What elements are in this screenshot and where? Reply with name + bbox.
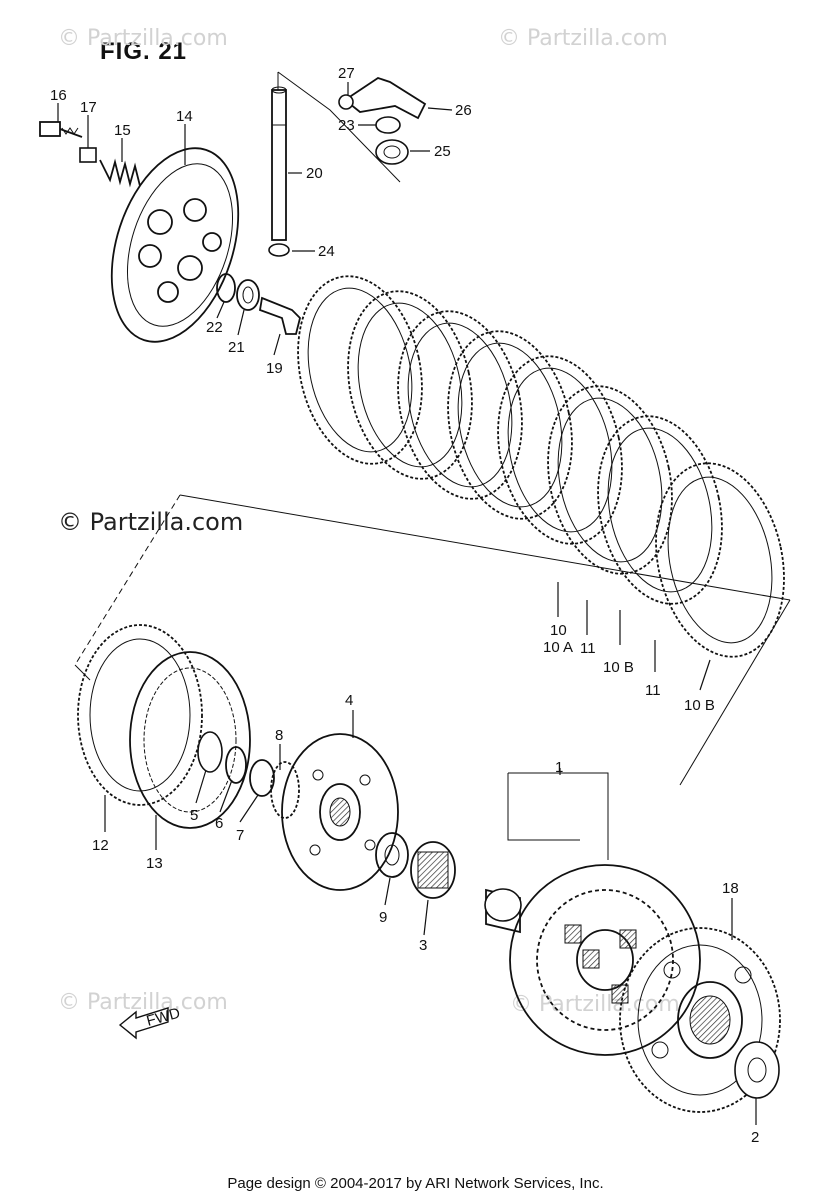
- callout-5: 5: [190, 807, 198, 824]
- callout-12: 12: [92, 837, 109, 854]
- callout-10: 10: [550, 622, 567, 639]
- callout-10a: 10 A: [543, 639, 573, 656]
- part-2-washer[interactable]: [734, 1041, 780, 1099]
- part-18-oil-pump-drive-gear[interactable]: [619, 927, 781, 1113]
- watermark: © Partzilla.com: [58, 508, 244, 536]
- clutch-plate-stack[interactable]: [282, 265, 801, 669]
- watermark: © Partzilla.com: [58, 26, 228, 51]
- part-14-pressure-plate[interactable]: [89, 132, 261, 358]
- leader-lines: [57, 82, 757, 1125]
- callout-2: 2: [751, 1129, 759, 1146]
- callout-13: 13: [146, 855, 163, 872]
- part-23-bushing[interactable]: [375, 116, 401, 134]
- callout-4: 4: [345, 692, 353, 709]
- callout-26: 26: [455, 102, 472, 119]
- part-3-needle-bearing[interactable]: [410, 841, 456, 899]
- callout-21: 21: [228, 339, 245, 356]
- part-21-bearing[interactable]: [236, 279, 260, 311]
- callout-1: 1: [555, 759, 563, 776]
- watermark: © Partzilla.com: [510, 992, 680, 1017]
- part-4-sleeve-hub[interactable]: [281, 733, 399, 891]
- callout-7: 7: [236, 827, 244, 844]
- callout-11: 11: [580, 640, 596, 657]
- watermark: © Partzilla.com: [498, 26, 668, 51]
- figure-title: FIG. 21: [100, 38, 188, 65]
- callout-23: 23: [338, 117, 355, 134]
- part-8-spline[interactable]: [270, 761, 300, 819]
- callout-16: 16: [50, 87, 67, 104]
- callout-20: 20: [306, 165, 323, 182]
- part-25-bearing[interactable]: [375, 139, 409, 165]
- part-7-washer[interactable]: [249, 759, 275, 797]
- fwd-arrow-label: FWD: [145, 1005, 183, 1030]
- callout-25: 25: [434, 143, 451, 160]
- part-1-primary-driven-gear[interactable]: [509, 864, 701, 1056]
- part-17-washer[interactable]: [79, 147, 97, 163]
- callout-10b: 10 B: [603, 659, 634, 676]
- part-15-spring[interactable]: [99, 158, 141, 188]
- callout-8: 8: [275, 727, 283, 744]
- part-20-shaft[interactable]: [271, 86, 287, 241]
- page-footer: Page design © 2004-2017 by ARI Network S…: [227, 1175, 604, 1192]
- part-6-washer[interactable]: [225, 746, 247, 784]
- callout-3: 3: [419, 937, 427, 954]
- watermark: © Partzilla.com: [58, 990, 228, 1015]
- callout-15: 15: [114, 122, 131, 139]
- fwd-arrow-icon: FWD: [118, 1005, 183, 1040]
- callout-27: 27: [338, 65, 355, 82]
- callout-9: 9: [379, 909, 387, 926]
- callout-19: 19: [266, 360, 283, 377]
- part-13-plate[interactable]: [129, 651, 251, 829]
- part-24-oil-seal[interactable]: [268, 243, 290, 257]
- spacer-tube[interactable]: [484, 888, 522, 934]
- callout-10b: 10 B: [684, 697, 715, 714]
- callout-17: 17: [80, 99, 97, 116]
- callout-14: 14: [176, 108, 193, 125]
- callout-22: 22: [206, 319, 223, 336]
- part-5-nut[interactable]: [197, 731, 223, 773]
- part-26-lever[interactable]: [343, 77, 427, 120]
- callout-24: 24: [318, 243, 335, 260]
- part-22-washer[interactable]: [216, 273, 236, 303]
- callout-11: 11: [645, 682, 661, 699]
- callout-6: 6: [215, 815, 223, 832]
- callout-18: 18: [722, 880, 739, 897]
- part-19-push-piece[interactable]: [258, 296, 301, 335]
- part-16-bolt[interactable]: [39, 121, 83, 138]
- part-27-bolt[interactable]: [338, 94, 354, 110]
- part-9-washer[interactable]: [375, 832, 409, 878]
